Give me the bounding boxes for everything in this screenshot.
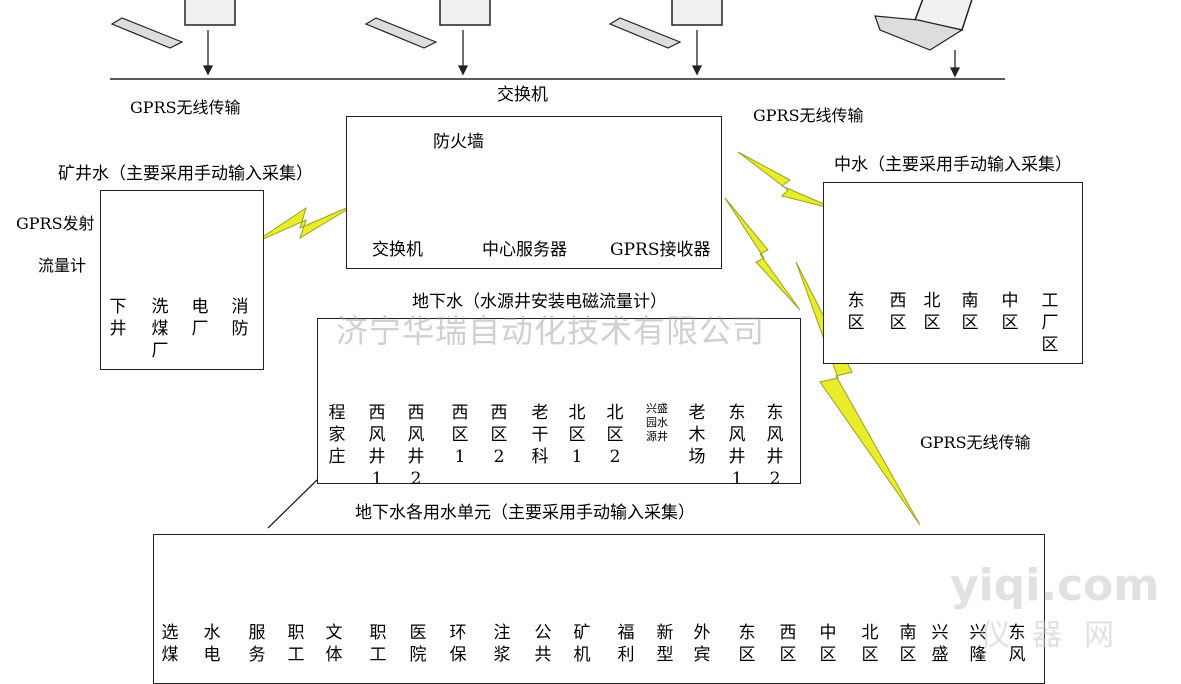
computer-icon <box>110 0 236 49</box>
groundwater-title: 地下水（水源井安装电磁流量计） <box>412 292 667 312</box>
gprs-transmit-label: GPRS发射 <box>16 214 95 233</box>
water-units-title: 地下水各用水单元（主要采用手动输入采集） <box>355 503 695 523</box>
mine-item-label: 下井 <box>109 297 127 340</box>
lightning-mid <box>724 197 801 311</box>
units-item-label: 北区 <box>861 623 879 666</box>
units-item-label: 西区 <box>779 623 797 666</box>
zhongshui-item-label: 南区 <box>961 291 979 334</box>
zhongshui-item-label: 西区 <box>889 291 907 334</box>
units-item-label: 东区 <box>738 623 756 666</box>
units-item-label: 职工 <box>287 623 305 666</box>
ground-item-label: 西区1 <box>451 403 469 468</box>
server-label: 中心服务器 <box>482 240 567 260</box>
zhongshui-item-label: 中区 <box>1001 291 1019 334</box>
ground-item-label: 北区2 <box>606 403 624 468</box>
zhongshui-item-label: 北区 <box>923 291 941 334</box>
ground-item-label: 西风井1 <box>368 403 386 490</box>
mine-item-label: 电厂 <box>191 297 209 340</box>
ground-item-label: 西风井2 <box>407 403 425 490</box>
ground-item-label: 程家庄 <box>328 403 346 468</box>
bus-arrows <box>202 30 961 78</box>
zhongshui-item-label: 东区 <box>847 291 865 334</box>
units-item-label: 中区 <box>819 623 837 666</box>
lightning-left <box>251 202 359 245</box>
computer-icon <box>608 0 723 49</box>
units-item-label: 福利 <box>617 623 635 666</box>
ground-item-label: 老木场 <box>688 403 706 468</box>
gprs-label-right-top: GPRS无线传输 <box>753 106 864 125</box>
switch-device-label: 交换机 <box>372 240 423 260</box>
units-item-label: 选煤 <box>161 623 179 666</box>
firewall-label: 防火墙 <box>433 132 484 152</box>
mine-item-label: 洗煤厂 <box>151 297 169 362</box>
units-item-label: 新型 <box>656 623 674 666</box>
switch-bus-label: 交换机 <box>497 85 548 105</box>
mine-item-label: 消防 <box>231 297 249 340</box>
computer-icon <box>364 0 491 49</box>
units-item-label: 公共 <box>534 623 552 666</box>
units-item-label: 水电 <box>203 623 221 666</box>
units-item-label: 服务 <box>248 623 266 666</box>
units-item-label: 文体 <box>325 623 343 666</box>
laptop-icon <box>874 0 973 51</box>
ground-item-label: 东风井1 <box>728 403 746 490</box>
ground-item-label: 兴盛园水源井 <box>646 402 668 443</box>
site-watermark-cn: 仪器网 <box>980 618 1136 653</box>
flow-meter-label: 流量计 <box>38 256 87 275</box>
ground-item-label: 西区2 <box>490 403 508 468</box>
gprs-label-right-bottom: GPRS无线传输 <box>920 433 1031 452</box>
center-box <box>346 116 722 269</box>
mine-water-box <box>100 190 264 370</box>
units-item-label: 矿机 <box>573 623 591 666</box>
gprs-label-left: GPRS无线传输 <box>130 98 241 117</box>
receiver-label: GPRS接收器 <box>610 240 711 260</box>
units-item-label: 兴盛 <box>931 623 949 666</box>
units-item-label: 注浆 <box>493 623 511 666</box>
units-item-label: 南区 <box>899 623 917 666</box>
zhongshui-item-label: 工厂区 <box>1041 291 1059 356</box>
ground-item-label: 老干科 <box>531 403 549 468</box>
units-item-label: 外宾 <box>693 623 711 666</box>
ground-item-label: 北区1 <box>568 403 586 468</box>
water-units-box <box>153 534 1045 684</box>
reclaimed-water-box <box>823 182 1083 364</box>
mine-water-title: 矿井水（主要采用手动输入采集） <box>58 164 313 184</box>
units-item-label: 职工 <box>369 623 387 666</box>
units-item-label: 医院 <box>409 623 427 666</box>
site-watermark: yiqi.com <box>950 560 1160 611</box>
company-watermark: 济宁华瑞自动化技术有限公司 <box>336 312 766 350</box>
reclaimed-water-title: 中水（主要采用手动输入采集） <box>834 155 1072 175</box>
ground-item-label: 东风井2 <box>766 403 784 490</box>
units-item-label: 东风 <box>1008 623 1026 666</box>
groundwater-box <box>317 318 801 484</box>
units-item-label: 兴隆 <box>969 623 987 666</box>
units-item-label: 环保 <box>449 623 467 666</box>
